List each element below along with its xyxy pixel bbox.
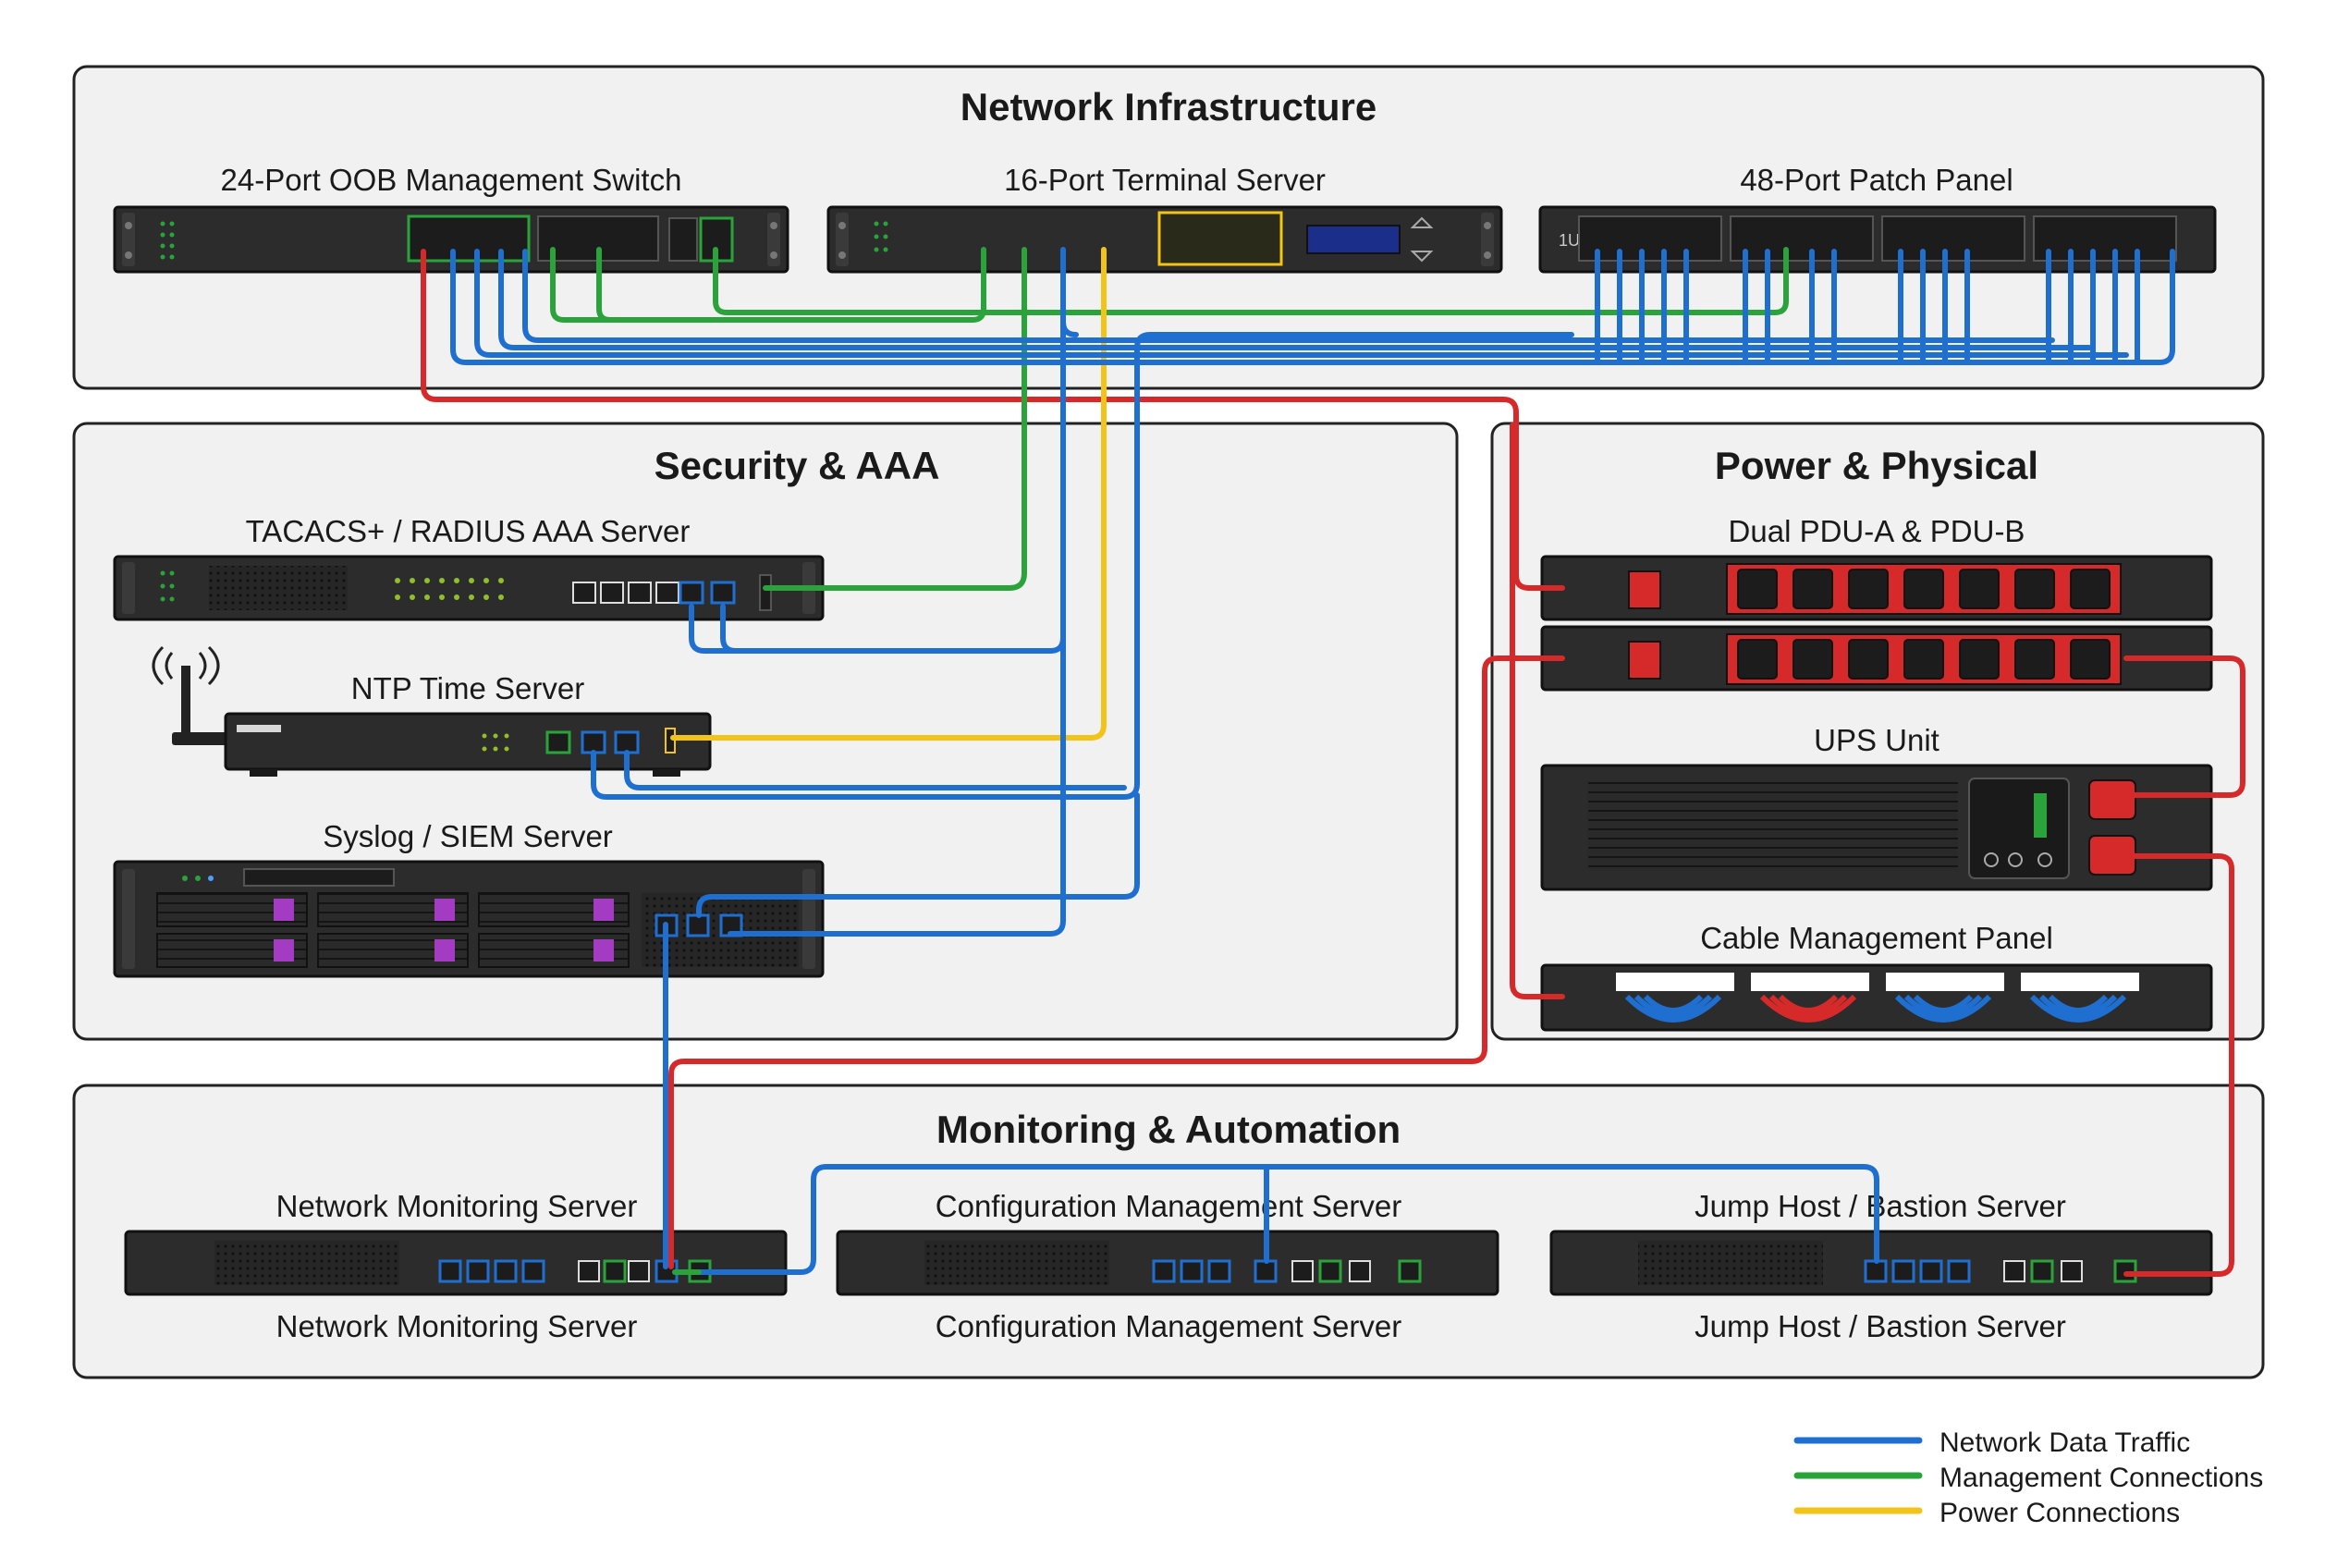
cable-data-nms-cms-jump — [696, 1164, 1879, 1275]
cms-device — [836, 1230, 1499, 1296]
label-patch-panel: 48-Port Patch Panel — [1740, 163, 2013, 197]
cable-data-patch-drops — [1595, 249, 2140, 365]
cable-console-terminal-ntp — [670, 247, 1107, 741]
label-ntp-server: NTP Time Server — [351, 671, 584, 705]
syslog-server-device — [113, 860, 825, 978]
cable-power-oob-pdu — [421, 249, 1565, 591]
legend-label-management: Management Connections — [1939, 1463, 2263, 1493]
legend-label-power: Power Connections — [1939, 1498, 2180, 1528]
label-syslog-server: Syslog / SIEM Server — [323, 819, 613, 853]
legend: Network Data Traffic Management Connecti… — [1793, 1427, 2263, 1528]
section-title-power: Power & Physical — [1715, 444, 2038, 487]
cable-power-pdub-syslog — [668, 655, 1565, 1269]
cable-power-pdu-ups — [2123, 655, 2245, 798]
cable-mgmt-terminal-aaa — [763, 247, 1027, 591]
ntp-server-device — [152, 645, 712, 777]
terminal-server-device — [826, 205, 1503, 274]
label-jump-top: Jump Host / Bastion Server — [1695, 1189, 2066, 1223]
cable-data-oob-patch-4 — [522, 249, 2055, 343]
label-terminal-server: 16-Port Terminal Server — [1004, 163, 1326, 197]
cable-data-syslog-2 — [728, 635, 1066, 937]
section-title-network: Network Infrastructure — [960, 85, 1377, 129]
cable-data-ntp-2 — [624, 750, 1127, 790]
label-aaa-server: TACACS+ / RADIUS AAA Server — [246, 514, 691, 548]
cable-data-oob-patch-2 — [474, 249, 2129, 358]
label-ups: UPS Unit — [1814, 723, 1939, 757]
label-cable-panel: Cable Management Panel — [1700, 921, 2053, 955]
pdu-device — [1540, 555, 2213, 692]
cable-mgmt-oob-terminal-2 — [596, 247, 975, 323]
label-jump-bottom: Jump Host / Bastion Server — [1695, 1309, 2066, 1343]
label-cms-bottom: Configuration Management Server — [936, 1309, 1401, 1343]
section-title-security: Security & AAA — [655, 444, 940, 487]
label-oob-switch: 24-Port OOB Management Switch — [221, 163, 682, 197]
label-cms-top: Configuration Management Server — [936, 1189, 1401, 1223]
cable-data-oob-patch-1 — [450, 249, 2175, 365]
label-nms-bottom: Network Monitoring Server — [276, 1309, 638, 1343]
oob-switch-device — [113, 205, 789, 274]
label-nms-top: Network Monitoring Server — [276, 1189, 638, 1223]
label-pdu: Dual PDU-A & PDU-B — [1729, 514, 2025, 548]
ups-device — [1540, 764, 2213, 891]
legend-label-network: Network Data Traffic — [1939, 1427, 2190, 1458]
cable-data-oob-patch-3 — [498, 249, 2092, 350]
cable-data-syslog-1 — [696, 792, 1140, 918]
cable-data-ntp-patch — [591, 332, 1574, 800]
nms-device — [124, 1230, 788, 1296]
cable-mgmt-oob-patch — [713, 247, 1789, 315]
section-title-monitoring: Monitoring & Automation — [936, 1108, 1401, 1151]
jump-host-device — [1549, 1230, 2213, 1296]
patch-panel-1u-badge: 1U — [1559, 231, 1580, 250]
cable-power-cable-panel — [1510, 423, 1565, 999]
cable-panel-device — [1540, 963, 2213, 1032]
aaa-server-device — [113, 555, 825, 621]
cable-power-ups-jump — [2123, 853, 2234, 1277]
